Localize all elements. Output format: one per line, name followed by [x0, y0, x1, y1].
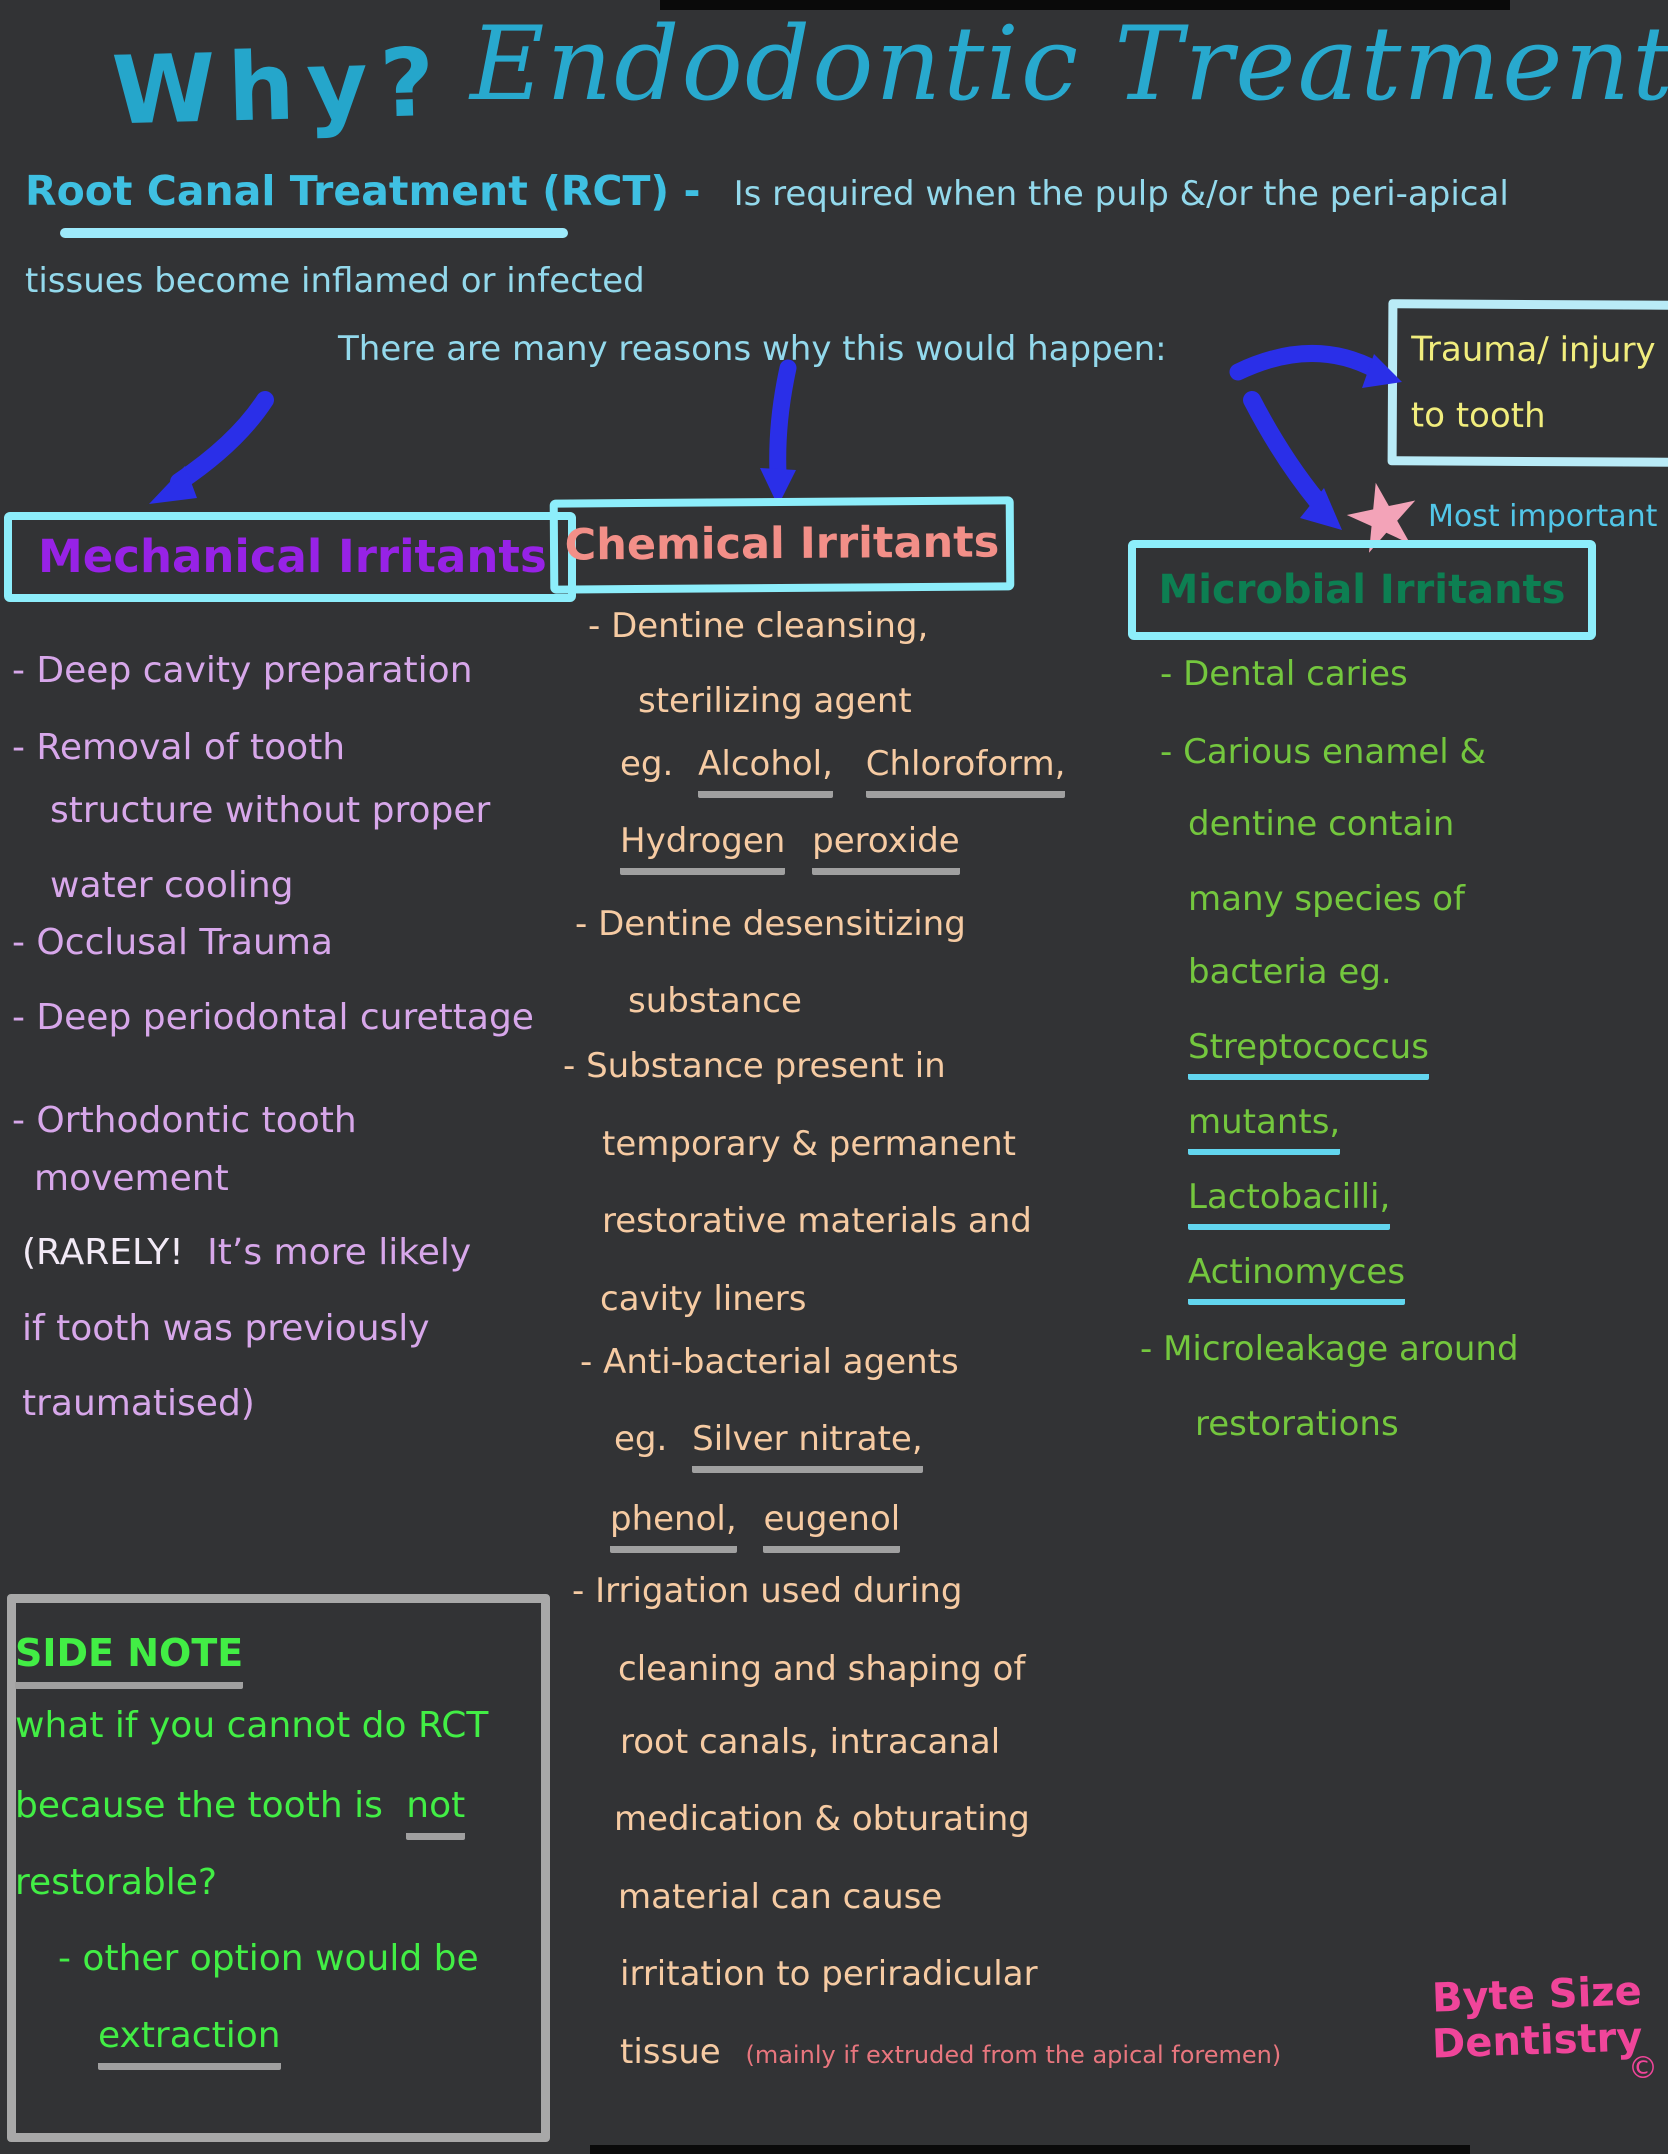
side-note-line: extraction [98, 2015, 281, 2070]
chemical-item: Hydrogen peroxide [620, 821, 960, 875]
chemical-item: phenol, eugenol [610, 1499, 901, 1553]
mechanical-item: - Deep cavity preparation [12, 650, 473, 691]
logo-dentistry: Dentistry [1431, 2014, 1644, 2068]
chemical-item: eg. Alcohol, Chloroform, [620, 744, 1066, 798]
reasons-line: There are many reasons why this would ha… [338, 329, 1167, 369]
chemical-box: Chemical Irritants [549, 496, 1015, 594]
rct-underline [60, 228, 568, 238]
side-note-line: what if you cannot do RCT [15, 1705, 489, 1746]
microbial-item: many species of [1188, 879, 1465, 919]
chemical-agent: peroxide [812, 821, 960, 875]
bacteria-name: mutants, [1188, 1102, 1341, 1155]
mechanical-item: movement [34, 1158, 229, 1199]
intro-line: tissues become inflamed or infected [25, 261, 645, 301]
chemical-item: material can cause [618, 1877, 943, 1917]
microbial-box: Microbial Irritants [1128, 540, 1596, 640]
chemical-agent: eugenol [763, 1499, 901, 1553]
bacteria-name: Actinomyces [1188, 1252, 1406, 1305]
microbial-item: Actinomyces [1188, 1252, 1406, 1305]
chemical-item: medication & obturating [614, 1799, 1030, 1839]
rct-definition: Is required when the pulp &/or the peri-… [733, 174, 1509, 214]
bacteria-name: Streptococcus [1188, 1027, 1429, 1080]
arrow-to-chemical-icon [760, 359, 797, 506]
side-note-title-text: SIDE NOTE [15, 1631, 244, 1689]
chemical-item: - Dentine desensitizing [575, 904, 966, 944]
chemical-item: tissue (mainly if extruded from the apic… [620, 2032, 1282, 2072]
rct-heading: Root Canal Treatment (RCT) - Is required… [25, 167, 1509, 215]
microbial-item: restorations [1195, 1404, 1399, 1444]
mechanical-box: Mechanical Irritants [4, 512, 576, 602]
microbial-item: Lactobacilli, [1188, 1177, 1391, 1230]
chemical-agent: Silver nitrate, [692, 1419, 923, 1473]
chemical-item: irritation to periradicular [620, 1954, 1038, 1994]
chemical-agent: Hydrogen [620, 821, 786, 875]
chemical-title: Chemical Irritants [564, 517, 1000, 571]
chemical-agent: Alcohol, [698, 744, 833, 798]
side-note-title: SIDE NOTE [15, 1631, 244, 1689]
side-note-line: - other option would be [58, 1938, 479, 1979]
mechanical-item: - Removal of tooth [12, 727, 346, 768]
star-icon [1346, 482, 1416, 553]
chemical-item: substance [628, 981, 802, 1021]
mechanical-item: traumatised) [22, 1383, 255, 1424]
side-note-box [7, 1594, 550, 2142]
chemical-agent: Chloroform, [865, 744, 1066, 798]
side-note-line: because the tooth is not [15, 1785, 466, 1840]
trauma-line1: Trauma/ injury [1411, 329, 1656, 371]
scan-edge-top [660, 0, 1510, 10]
chemical-agent: phenol, [610, 1499, 737, 1553]
arrow-to-microbial-icon [1243, 391, 1342, 530]
logo-byte-size: Byte Size [1431, 1968, 1643, 2022]
microbial-item: - Microleakage around [1140, 1329, 1519, 1369]
chemical-item: restorative materials and [602, 1201, 1032, 1241]
tissue-word: tissue [620, 2032, 721, 2072]
mechanical-item: (RARELY! It’s more likely [22, 1232, 471, 1273]
most-important-label: Most important [1428, 499, 1658, 534]
microbial-item: - Dental caries [1160, 654, 1408, 694]
mechanical-title: Mechanical Irritants [38, 530, 547, 584]
chemical-eg-label: eg. [614, 1419, 668, 1459]
chemical-item: - Substance present in [563, 1046, 946, 1086]
mechanical-item: if tooth was previously [22, 1308, 430, 1349]
chemical-item: root canals, intracanal [620, 1722, 1001, 1762]
side-note-text: because the tooth is [15, 1785, 383, 1826]
mechanical-item: - Occlusal Trauma [12, 922, 333, 963]
chemical-item: cleaning and shaping of [618, 1649, 1026, 1689]
chemical-item: - Anti-bacterial agents [580, 1342, 959, 1382]
mechanical-item: - Orthodontic tooth [12, 1100, 357, 1141]
arrow-to-trauma-icon [1229, 345, 1402, 388]
trauma-line2: to tooth [1410, 395, 1546, 437]
side-note-line: restorable? [15, 1862, 218, 1903]
chemical-item: temporary & permanent [602, 1124, 1016, 1164]
copyright-icon: © [1628, 2051, 1658, 2086]
trauma-box: Trauma/ injury to tooth [1387, 299, 1668, 467]
tissue-note: (mainly if extruded from the apical fore… [745, 2041, 1282, 2069]
chemical-item: eg. Silver nitrate, [614, 1419, 923, 1473]
microbial-item: mutants, [1188, 1102, 1341, 1155]
rarely-rest: It’s more likely [207, 1232, 472, 1273]
side-note-extraction: extraction [98, 2015, 281, 2070]
chemical-item: sterilizing agent [638, 681, 912, 721]
chemical-eg-label: eg. [620, 744, 674, 784]
title-why: Why? [110, 28, 448, 147]
microbial-item: bacteria eg. [1188, 952, 1392, 992]
scan-edge-bottom [590, 2145, 1470, 2154]
microbial-title: Microbial Irritants [1158, 567, 1566, 613]
mechanical-item: water cooling [50, 865, 294, 906]
arrow-to-mechanical-icon [149, 391, 274, 504]
title-script: Endodontic Treatment [470, 5, 1668, 124]
microbial-item: Streptococcus [1188, 1027, 1429, 1080]
bacteria-name: Lactobacilli, [1188, 1177, 1391, 1230]
microbial-item: dentine contain [1188, 804, 1455, 844]
side-note-not: not [406, 1785, 466, 1840]
rct-label: Root Canal Treatment (RCT) - [25, 167, 701, 215]
chemical-item: - Irrigation used during [572, 1571, 963, 1611]
rarely-emphasis: (RARELY! [22, 1232, 184, 1273]
chemical-item: cavity liners [600, 1279, 807, 1319]
mechanical-item: - Deep periodontal curettage [12, 997, 534, 1038]
microbial-item: - Carious enamel & [1160, 732, 1487, 772]
mechanical-item: structure without proper [50, 790, 491, 831]
chemical-item: - Dentine cleansing, [588, 606, 929, 646]
